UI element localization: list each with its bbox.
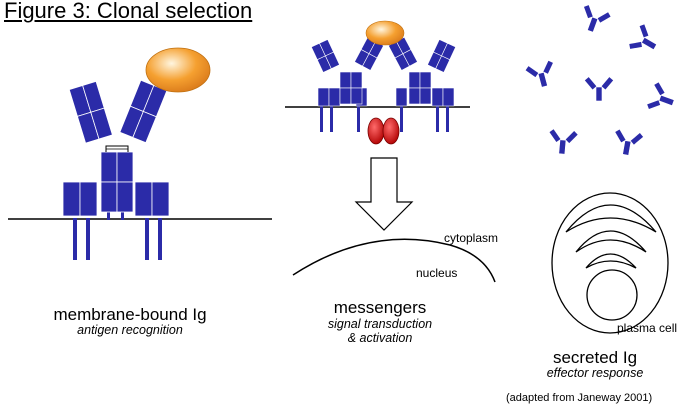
messengers-subcaption-1: signal transduction [327, 317, 433, 331]
messenger-right [382, 117, 400, 145]
plasma-cell-label: plasma cell [617, 321, 678, 335]
signal-arrow [354, 157, 414, 231]
ig-left-arm [68, 80, 113, 144]
crosslinked-receptors [285, 20, 470, 145]
accessory-chains [62, 181, 170, 217]
membrane-subcaption: antigen recognition [77, 323, 183, 337]
ig-heavy-chains [100, 151, 134, 213]
figure-credit: (adapted from Janeway 2001) [506, 392, 653, 404]
figure-title: Figure 3: Clonal selection [4, 0, 253, 23]
messengers-subcaption-2: & activation [347, 331, 413, 345]
messengers-caption: messengers [333, 298, 427, 317]
cytoplasm-label: cytoplasm [444, 231, 499, 245]
membrane-caption: membrane-bound Ig [53, 305, 207, 324]
secreted-antibodies [524, 3, 679, 158]
secreted-caption: secreted Ig [552, 348, 638, 367]
plasma-cell [551, 192, 669, 334]
nucleus-label: nucleus [416, 266, 458, 280]
antigen-small [365, 20, 405, 46]
secreted-subcaption: effector response [546, 366, 644, 380]
antigen [145, 47, 211, 93]
nuclear-membrane-curve [292, 238, 496, 283]
membrane-bound-receptor [8, 47, 272, 260]
messenger-left [367, 117, 385, 145]
ig-right-arm [119, 79, 168, 144]
